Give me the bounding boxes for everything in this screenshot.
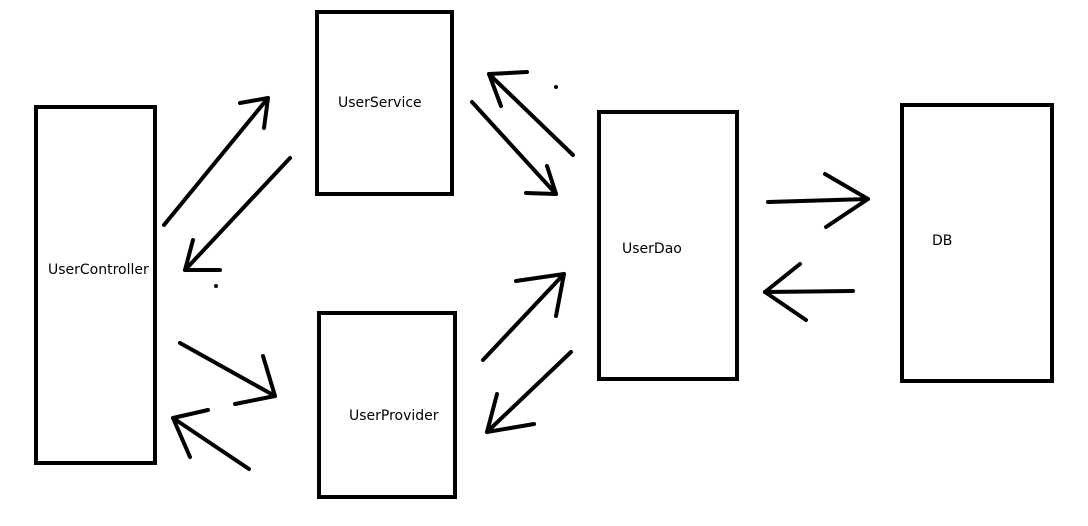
arrow-provider-to-controller <box>171 408 251 471</box>
arrow-controller-to-provider <box>178 341 277 406</box>
arrow-service-to-dao <box>470 100 558 196</box>
arrow-provider-to-dao <box>481 272 566 362</box>
user-service-label: UserService <box>338 95 422 111</box>
user-controller-label: UserController <box>48 262 149 278</box>
arrow-dao-to-db <box>766 172 870 229</box>
arrow-controller-to-service <box>162 96 270 227</box>
user-provider-label: UserProvider <box>349 408 439 424</box>
arrow-db-to-dao <box>763 262 855 322</box>
user-dao-box <box>597 110 739 381</box>
user-controller-box <box>34 105 157 465</box>
user-dao-label: UserDao <box>622 241 682 257</box>
user-service-box <box>315 10 454 196</box>
db-label: DB <box>932 233 953 249</box>
user-provider-box <box>317 311 457 499</box>
arrow-service-to-controller <box>183 156 292 288</box>
arrow-dao-to-service <box>487 70 575 157</box>
arrow-dao-to-provider <box>485 350 573 434</box>
db-box <box>900 103 1054 383</box>
